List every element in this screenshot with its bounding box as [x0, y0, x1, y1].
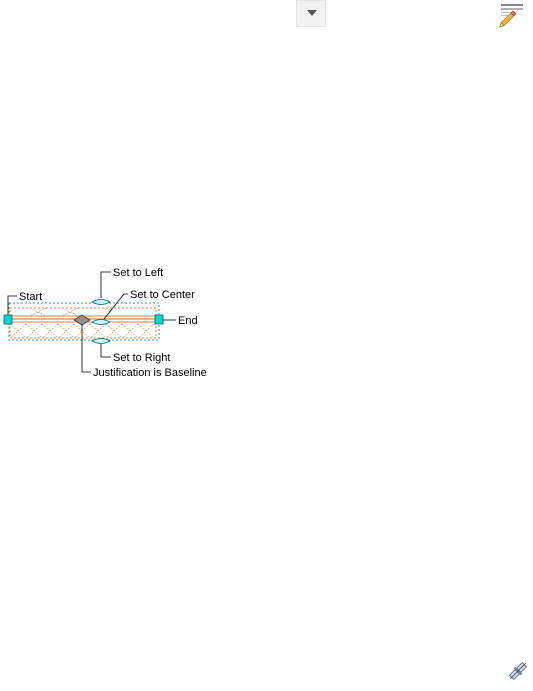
- set-left-grip[interactable]: [91, 299, 111, 305]
- end-grip[interactable]: [154, 314, 164, 325]
- gripper-tool-icon[interactable]: [503, 656, 533, 686]
- start-grip[interactable]: [3, 314, 13, 325]
- leader-set-center: [103, 293, 128, 320]
- leader-set-right: [100, 344, 111, 358]
- label-start: Start: [19, 291, 42, 303]
- label-end: End: [178, 315, 198, 327]
- leader-set-left: [100, 271, 111, 298]
- edit-style-icon[interactable]: [499, 2, 527, 30]
- leader-baseline: [81, 324, 91, 373]
- label-set-right: Set to Right: [113, 352, 170, 364]
- baseline-diamond-grip[interactable]: [73, 314, 91, 326]
- wall-justification-diagram: Start End Set to Left Set to Center Set …: [3, 267, 207, 379]
- set-center-grip[interactable]: [91, 319, 111, 325]
- set-right-grip[interactable]: [91, 338, 111, 344]
- chevron-down-icon: [307, 10, 317, 16]
- label-set-left: Set to Left: [113, 267, 163, 279]
- dropdown-button[interactable]: [296, 0, 326, 27]
- label-baseline: Justification is Baseline: [93, 367, 207, 379]
- leader-start: [7, 295, 17, 315]
- label-set-center: Set to Center: [130, 289, 195, 301]
